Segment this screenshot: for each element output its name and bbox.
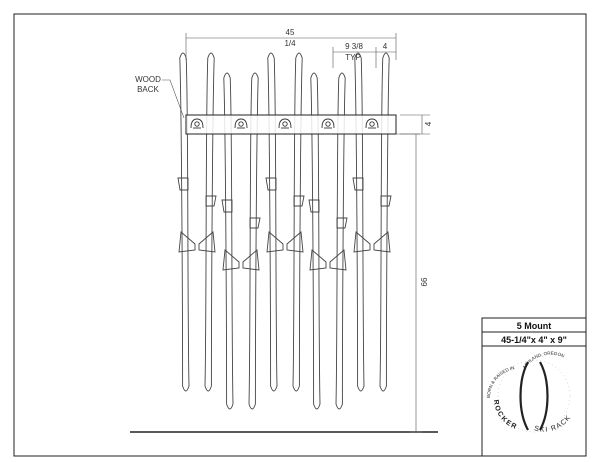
logo-left-ski-mark <box>519 361 529 431</box>
binding-mid-piece <box>249 217 261 229</box>
binding-heel-right <box>373 231 391 253</box>
binding-heel-right <box>329 249 347 271</box>
rack-hook <box>190 118 204 129</box>
binding-toe-piece <box>265 177 277 191</box>
dim-back-height: 4 <box>424 121 433 126</box>
ski-right <box>335 72 346 410</box>
rack-hook-screw <box>282 121 288 127</box>
ski-left <box>223 72 234 410</box>
ski-right <box>248 72 259 410</box>
rack-hook-screw <box>325 121 331 127</box>
title-block-model: 5 Mount <box>517 321 552 331</box>
binding-mid-piece <box>293 195 305 207</box>
hooks-group <box>190 118 379 129</box>
bindings-group <box>177 177 392 271</box>
rack-hook-screw <box>369 121 375 127</box>
logo-right-ski-mark <box>539 361 549 431</box>
ski-right <box>204 52 215 392</box>
dim-overall-height: 66 <box>420 277 429 286</box>
rack-hook <box>234 118 248 129</box>
rack-hook-screw <box>238 121 244 127</box>
ski-left <box>267 52 278 392</box>
ski-left <box>310 72 321 410</box>
binding-heel-left <box>178 231 196 253</box>
binding-heel-right <box>198 231 216 253</box>
binding-heel-left <box>309 249 327 271</box>
binding-mid-piece <box>336 217 348 229</box>
rack-hook <box>365 118 379 129</box>
binding-toe-piece <box>221 199 233 213</box>
dim-spacing: 9 3/8 <box>345 42 363 51</box>
binding-mid-piece <box>380 195 392 207</box>
title-block-size: 45-1/4"x 4" x 9" <box>501 335 567 345</box>
dim-overall-width: 45 <box>286 28 295 37</box>
dimension-lines <box>162 33 430 433</box>
callout-wood-back-line2: BACK <box>137 85 159 94</box>
callout-wood-back-line1: WOOD <box>135 75 161 84</box>
ski-right <box>292 52 303 392</box>
binding-heel-right <box>242 249 260 271</box>
binding-heel-left <box>353 231 371 253</box>
binding-toe-piece <box>308 199 320 213</box>
ski-left <box>354 52 365 392</box>
binding-toe-piece <box>177 177 189 191</box>
skis-group <box>179 52 390 410</box>
binding-heel-right <box>286 231 304 253</box>
ski-right <box>379 52 390 392</box>
binding-heel-left <box>222 249 240 271</box>
ski-left <box>179 52 190 392</box>
rack-hook-screw <box>194 121 200 127</box>
binding-toe-piece <box>352 177 364 191</box>
binding-heel-left <box>266 231 284 253</box>
dim-overall-width-fraction: 1/4 <box>284 39 296 48</box>
dim-spacing-note: TYP <box>345 53 361 62</box>
rack-hook <box>321 118 335 129</box>
rack-hook <box>278 118 292 129</box>
sheet-border <box>13 13 587 457</box>
binding-mid-piece <box>205 195 217 207</box>
dim-right-offset: 4 <box>383 42 388 51</box>
